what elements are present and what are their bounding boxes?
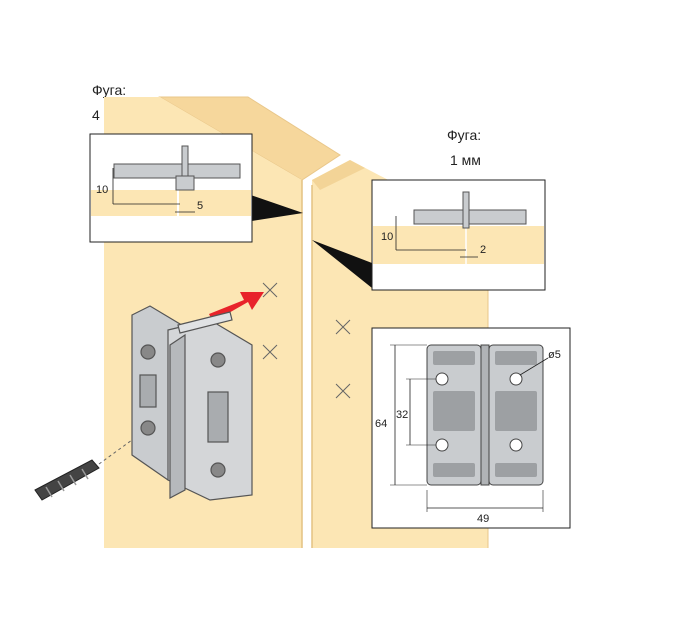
right-inset-height-dim: 10 xyxy=(381,231,393,243)
right-inset-gap-dim: 2 xyxy=(480,244,486,256)
right-zoom-pointer xyxy=(312,240,372,288)
dim-width: 49 xyxy=(477,513,489,525)
right-gap-title: Фуга: xyxy=(447,127,482,143)
left-inset-gap-dim: 5 xyxy=(197,200,203,212)
technical-drawing xyxy=(371,327,571,529)
left-inset xyxy=(89,133,253,243)
left-gap-title: Фуга: xyxy=(92,82,127,98)
drill-marks xyxy=(262,282,351,399)
right-inset xyxy=(371,179,546,291)
connector-3d xyxy=(131,305,253,501)
dim-hole-spacing: 32 xyxy=(396,409,408,421)
left-zoom-pointer xyxy=(245,193,303,222)
right-gap-value: 1 мм xyxy=(450,152,481,168)
drill-bit xyxy=(34,439,133,501)
dim-hole-diameter: ø5 xyxy=(548,349,561,361)
dim-total-height: 64 xyxy=(375,418,387,430)
left-inset-height-dim: 10 xyxy=(96,184,108,196)
